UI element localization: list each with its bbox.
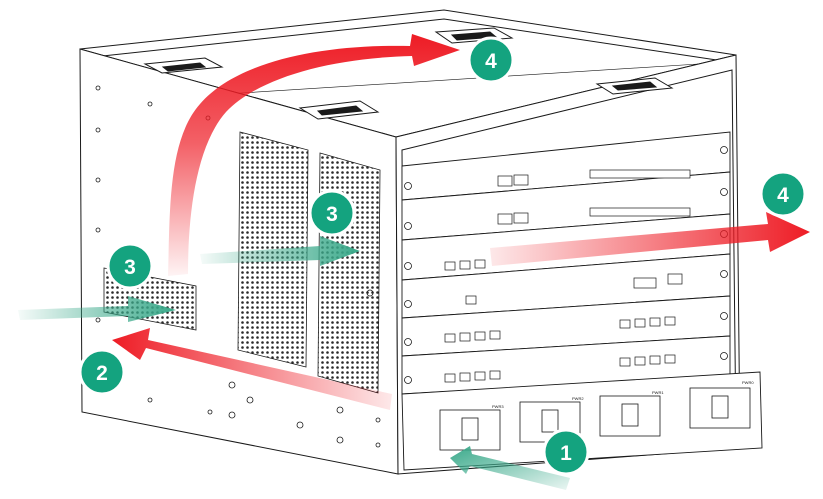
line-cards — [401, 131, 763, 471]
hot-air-arrow-right — [490, 212, 810, 266]
psu-label-0: PWR0 — [742, 380, 754, 385]
badge-3-upper-label: 3 — [326, 203, 338, 226]
cool-air-arrow-lower — [18, 296, 176, 322]
badge-4-right-label: 4 — [777, 184, 789, 207]
badge-3-upper: 3 — [308, 189, 356, 237]
badge-1-label: 1 — [560, 442, 572, 465]
badge-3-lower: 3 — [106, 242, 154, 290]
chassis-top-seam — [209, 61, 731, 96]
psu-label-2: PWR2 — [572, 396, 584, 401]
badge-2: 2 — [78, 348, 126, 396]
psu-label-3: PWR3 — [492, 404, 504, 409]
badge-1: 1 — [542, 428, 590, 476]
psu-label-1: PWR1 — [652, 390, 664, 395]
badge-4-right: 4 — [759, 170, 807, 218]
cool-air-arrow-psu — [450, 446, 570, 490]
psu-labels: PWR3 PWR2 PWR1 PWR0 — [492, 380, 754, 409]
cool-air-arrow-upper — [200, 236, 360, 266]
badge-2-label: 2 — [96, 362, 108, 385]
badge-4-top: 4 — [467, 36, 515, 84]
card-ports — [444, 169, 691, 383]
badge-3-lower-label: 3 — [124, 256, 136, 279]
callout-badges: 1 2 3 3 4 4 — [78, 36, 807, 476]
chassis-top-rim — [83, 18, 731, 63]
hot-air-arrow-top — [168, 34, 460, 276]
side-vent-right — [317, 152, 381, 394]
top-handles — [143, 27, 674, 120]
badge-4-top-label: 4 — [485, 50, 497, 73]
hot-air-arrow-side — [112, 328, 392, 410]
